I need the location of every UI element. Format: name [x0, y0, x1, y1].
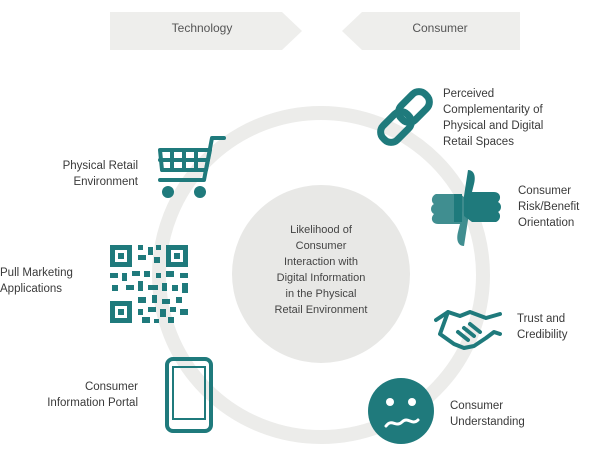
label-line: Pull Marketing: [0, 267, 73, 279]
technology-label: Technology: [171, 21, 233, 35]
label-line: Environment: [73, 176, 138, 188]
label-line: Information Portal: [47, 397, 138, 409]
handshake-icon: [434, 310, 502, 350]
label-line: Physical Retail: [62, 160, 138, 172]
label-line: Credibility: [517, 329, 568, 341]
label-line: Trust and: [517, 313, 566, 325]
thumbs-up-down-icon: [431, 170, 501, 246]
label-line: Retail Spaces: [443, 136, 514, 148]
center-line: Likelihood of: [290, 224, 352, 236]
header-arrows: [110, 12, 520, 50]
pull-marketing-label: Pull Marketing Applications: [0, 265, 100, 297]
consumer-arrow: [342, 12, 520, 50]
label-line: Consumer: [84, 381, 138, 393]
center-circle: [232, 185, 410, 363]
physical-retail-label: Physical Retail Environment: [30, 158, 138, 190]
qr-code-icon: [110, 245, 188, 323]
confused-face-icon: [368, 378, 434, 444]
label-line: Perceived: [443, 88, 495, 100]
tablet-icon: [165, 357, 213, 433]
understanding-label: Consumer Understanding: [450, 398, 560, 430]
label-line: Risk/Benefit: [518, 201, 580, 213]
label-line: Consumer: [450, 400, 504, 412]
chain-link-icon: [377, 88, 433, 146]
center-line: Interaction with: [284, 256, 358, 268]
trust-label: Trust and Credibility: [517, 311, 597, 343]
center-line: Consumer: [295, 240, 347, 252]
label-line: Physical and Digital: [443, 120, 544, 132]
center-caption: Likelihood of Consumer Interaction with …: [244, 222, 398, 318]
center-line: in the Physical: [285, 288, 357, 300]
consumer-label: Consumer: [412, 21, 468, 35]
label-line: Consumer: [518, 185, 572, 197]
shopping-cart-icon: [158, 136, 226, 198]
information-portal-label: Consumer Information Portal: [14, 379, 138, 411]
label-line: Understanding: [450, 416, 525, 428]
label-line: Orientation: [518, 217, 575, 229]
center-line: Digital Information: [276, 272, 366, 284]
complementarity-label: Perceived Complementarity of Physical an…: [443, 86, 593, 150]
risk-benefit-label: Consumer Risk/Benefit Orientation: [518, 183, 600, 231]
label-line: Applications: [0, 283, 63, 295]
technology-arrow: [110, 12, 302, 50]
center-line: Retail Environment: [274, 304, 368, 316]
label-line: Complementarity of: [443, 104, 543, 116]
